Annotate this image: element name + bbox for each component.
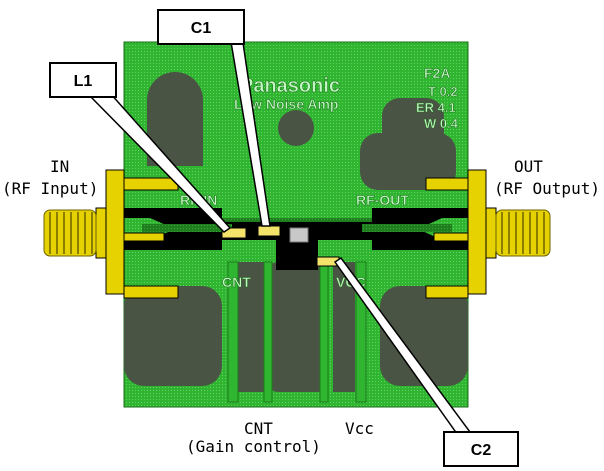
callout-c2: C2 xyxy=(443,431,519,467)
silk-thickness: T 0.2 xyxy=(428,84,458,99)
sma-connector-left xyxy=(43,169,179,299)
sma-connector-right xyxy=(425,169,551,299)
label-cnt: CNT xyxy=(244,419,273,438)
label-gain-control: (Gain control) xyxy=(186,437,321,456)
microstrip xyxy=(142,218,452,232)
silk-er: ER 4.1 xyxy=(416,100,456,115)
silk-rf-out: RF-OUT xyxy=(356,192,409,208)
silk-width: W 0.4 xyxy=(424,116,459,131)
callout-pointers xyxy=(86,35,472,440)
silk-brand: Panasonic xyxy=(240,75,340,97)
component-l1 xyxy=(221,227,247,239)
label-rf-output: (RF Output) xyxy=(494,179,600,198)
silk-product: Low Noise Amp xyxy=(234,96,339,112)
callout-c2-label: C2 xyxy=(471,442,492,459)
callout-c1: C1 xyxy=(157,9,245,45)
label-out: OUT xyxy=(514,157,543,176)
silk-part: F2A xyxy=(424,65,450,81)
control-traces xyxy=(227,261,367,403)
callout-l1: L1 xyxy=(49,62,117,98)
ground-pour xyxy=(124,72,468,392)
callout-c1-label: C1 xyxy=(191,20,212,37)
component-c1 xyxy=(257,225,281,237)
silk-cnt: CNT xyxy=(222,274,251,290)
callout-l1-label: L1 xyxy=(74,73,93,90)
label-rf-input: (RF Input) xyxy=(2,179,98,198)
amplifier-chip xyxy=(289,227,309,243)
label-vcc: Vcc xyxy=(345,419,374,438)
label-in: IN xyxy=(50,157,69,176)
